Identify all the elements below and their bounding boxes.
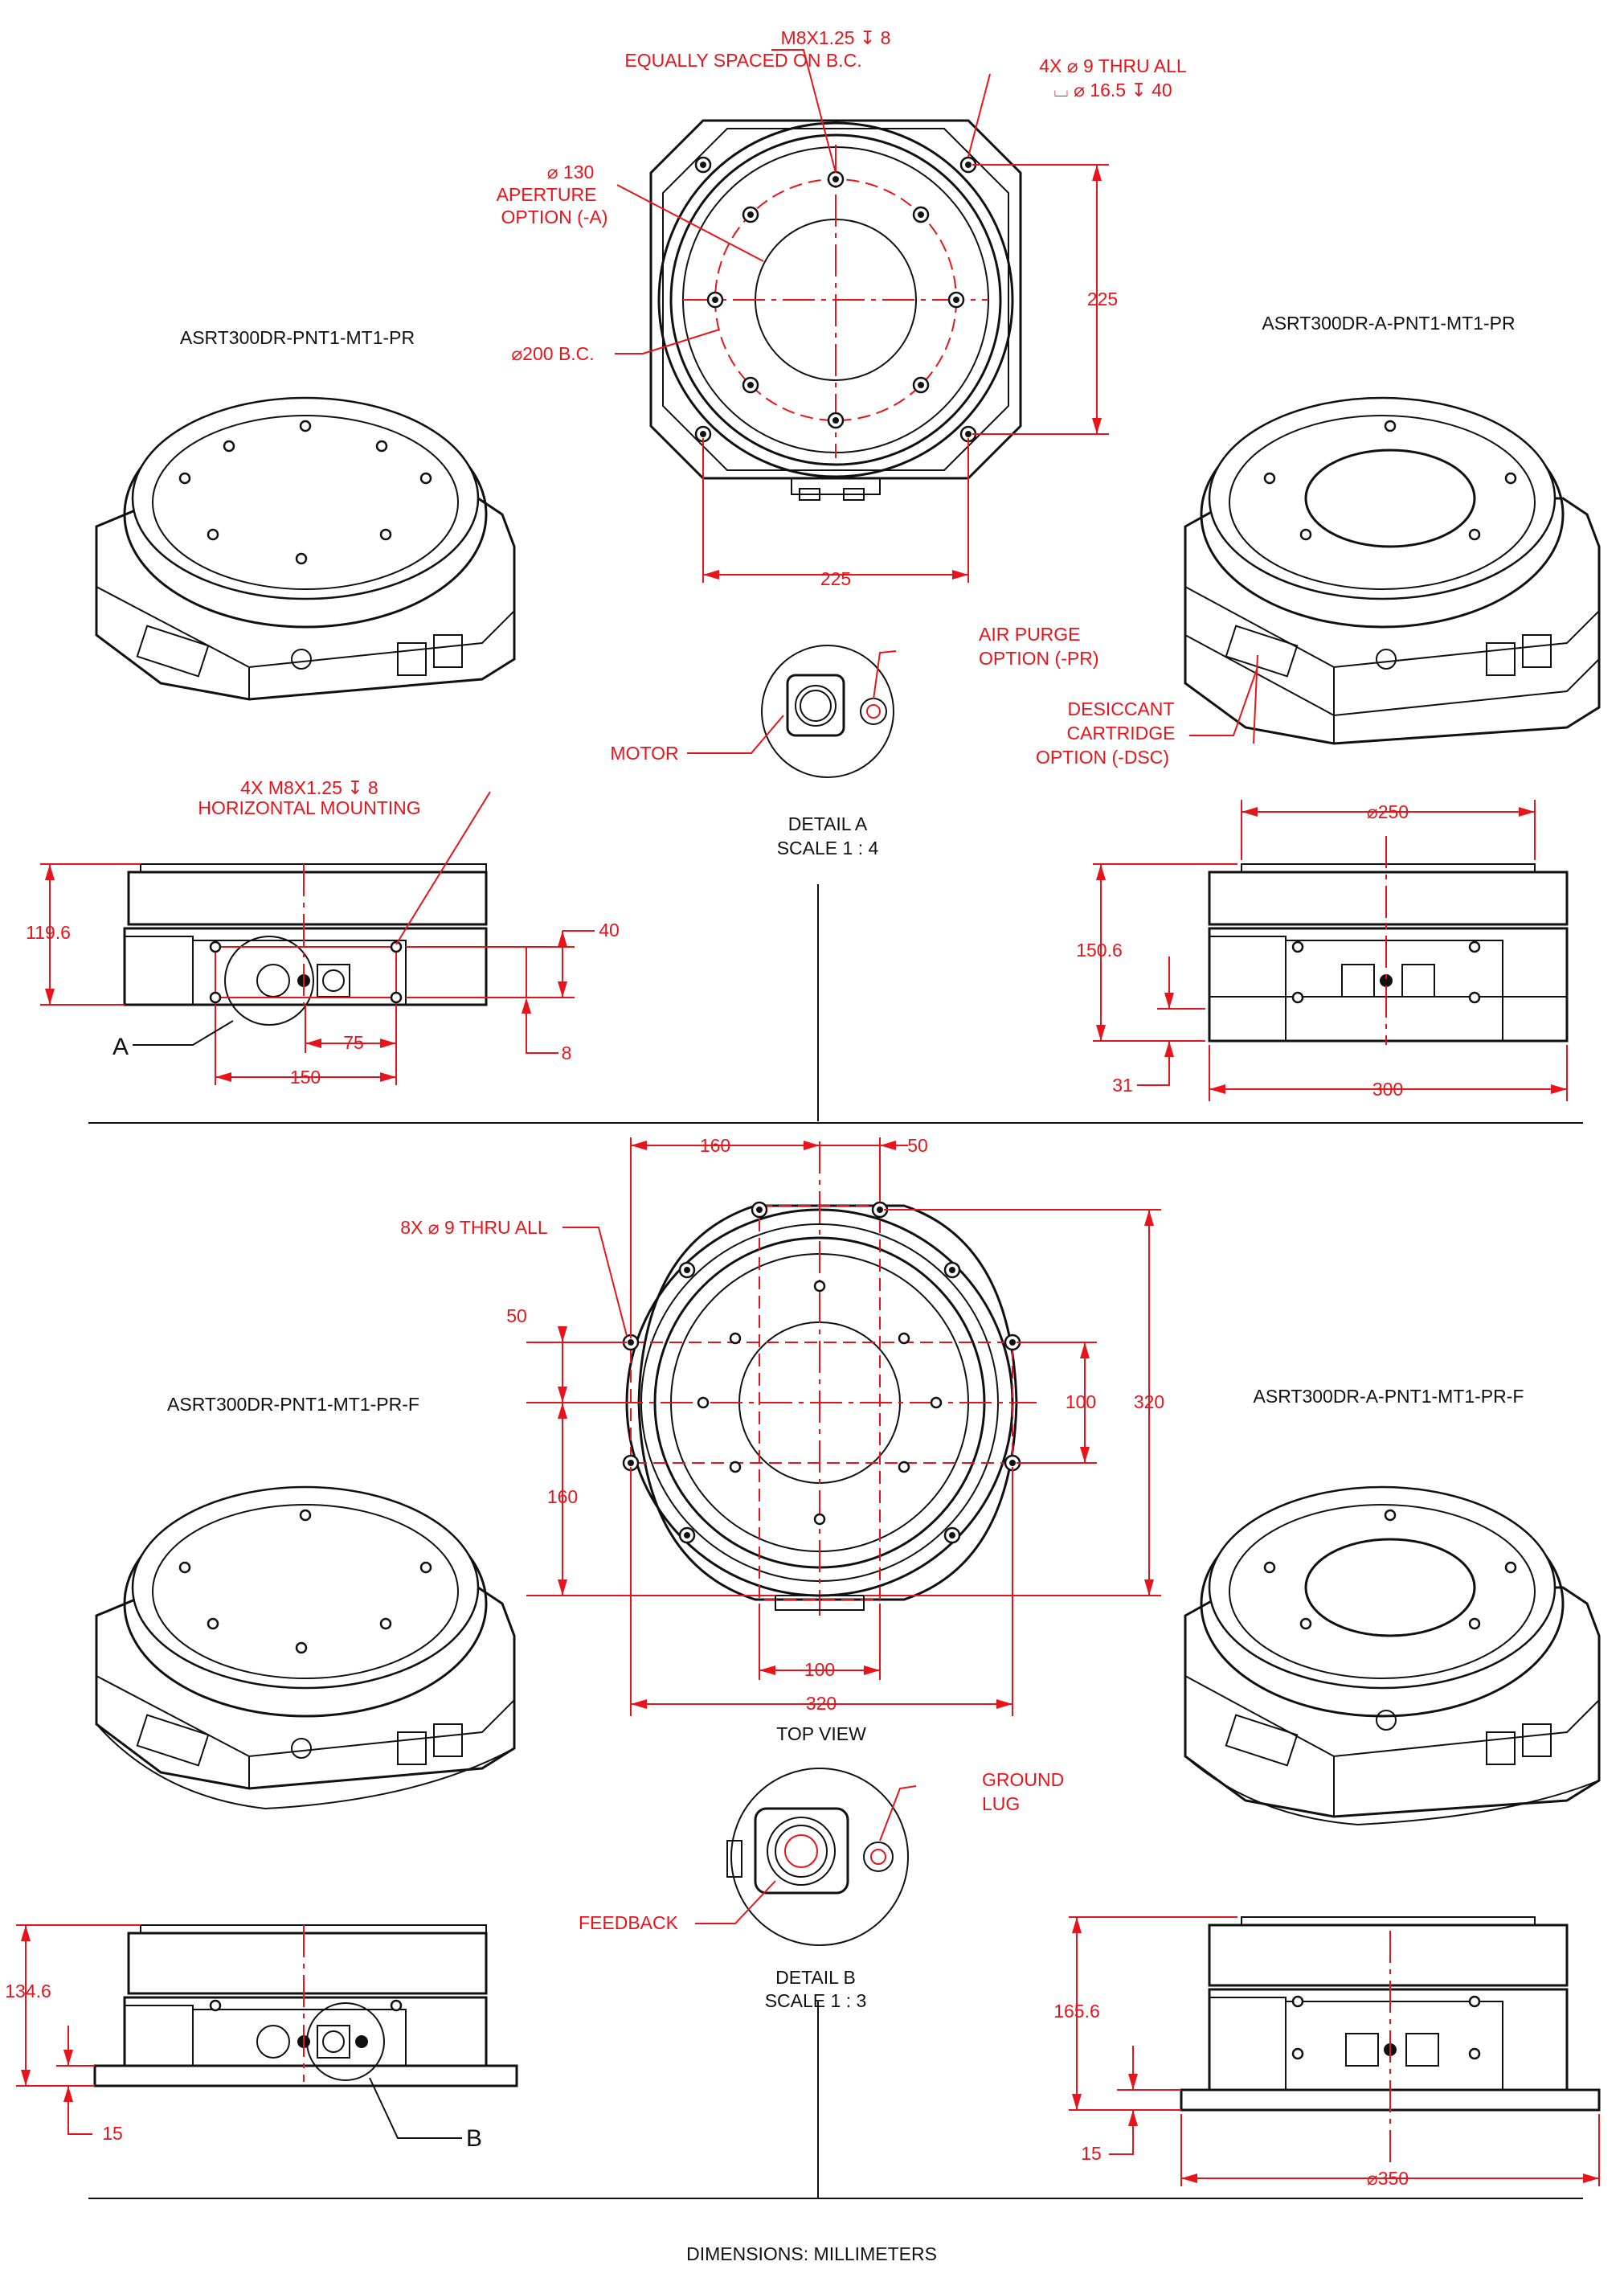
callout-motor: MOTOR (610, 743, 678, 764)
dim-225-horizontal: 225 (820, 568, 851, 589)
dim-31: 31 (1112, 1075, 1133, 1096)
detail-b (695, 1768, 917, 1946)
model-label-1: ASRT300DR-PNT1-MT1-PR (180, 327, 415, 348)
dim-225-vertical: 225 (1087, 289, 1118, 309)
detail-a-scale: SCALE 1 : 4 (777, 838, 879, 858)
iso-view-1 (95, 396, 516, 701)
dim-150: 150 (290, 1067, 321, 1088)
callout-thread-2: EQUALLY SPACED ON B.C. (624, 50, 861, 71)
iso-view-3 (95, 1485, 516, 1810)
dim-50-top: 50 (907, 1135, 928, 1156)
dim-320-bottom: 320 (806, 1693, 837, 1714)
callout-desiccant-2: CARTRIDGE (1066, 723, 1175, 744)
callout-ground-2: LUG (982, 1793, 1020, 1814)
dim-100-right: 100 (1066, 1391, 1096, 1412)
callout-aperture-1: ⌀ 130 (547, 162, 595, 182)
dim-300: 300 (1372, 1079, 1403, 1100)
detail-a (687, 645, 897, 778)
side-view-3 (16, 1924, 518, 2139)
dim-160-top: 160 (700, 1135, 730, 1156)
callout-feedback: FEEDBACK (579, 1912, 679, 1933)
dim-8: 8 (562, 1043, 572, 1063)
callout-thru-2: ⌴ ⌀ 16.5 ↧ 40 (1053, 80, 1172, 100)
model-label-3: ASRT300DR-PNT1-MT1-PR-F (167, 1394, 419, 1415)
detail-b-scale: SCALE 1 : 3 (765, 1990, 867, 2011)
dim-320-right: 320 (1134, 1391, 1164, 1412)
callout-8x-thru: 8X ⌀ 9 THRU ALL (400, 1217, 548, 1238)
side-view-4 (1069, 1916, 1601, 2186)
model-label-4: ASRT300DR-A-PNT1-MT1-PR-F (1254, 1386, 1524, 1407)
callout-air-1: AIR PURGE (979, 624, 1081, 645)
dim-15-left: 15 (102, 2123, 123, 2144)
dim-350: ⌀350 (1367, 2168, 1409, 2189)
dim-50-left: 50 (506, 1305, 527, 1326)
dim-119-6: 119.6 (26, 922, 71, 943)
callout-air-2: OPTION (-PR) (979, 648, 1099, 669)
callout-thru-1: 4X ⌀ 9 THRU ALL (1039, 55, 1187, 76)
callout-desiccant-1: DESICCANT (1068, 699, 1175, 719)
label-b: B (466, 2125, 482, 2152)
desiccant-leader (1189, 666, 1258, 736)
top-view-flanged (526, 1137, 1161, 1716)
iso-view-4 (1184, 1485, 1601, 1826)
callout-thread-1: M8X1.25 ↧ 8 (781, 27, 891, 48)
iso-view-2 (1184, 396, 1601, 745)
callout-ground-1: GROUND (982, 1769, 1064, 1790)
dim-40: 40 (599, 920, 620, 940)
dim-15-right: 15 (1081, 2143, 1102, 2164)
callout-bc: ⌀200 B.C. (511, 343, 594, 364)
dim-100-bottom: 100 (804, 1659, 835, 1680)
callout-aperture-3: OPTION (-A) (501, 207, 608, 227)
dim-250: ⌀250 (1367, 801, 1409, 822)
detail-a-title: DETAIL A (788, 813, 868, 834)
dim-165-6: 165.6 (1053, 2001, 1100, 2022)
callout-horiz-2: HORIZONTAL MOUNTING (198, 797, 420, 818)
dim-134-6: 134.6 (5, 1981, 51, 2001)
top-view-label: TOP VIEW (776, 1723, 866, 1744)
callout-horiz-1: 4X M8X1.25 ↧ 8 (240, 777, 378, 798)
dim-150-6: 150.6 (1076, 940, 1123, 961)
sheet-dividers (88, 884, 1583, 2199)
detail-b-title: DETAIL B (775, 1967, 856, 1988)
dim-75: 75 (343, 1032, 364, 1053)
side-view-2 (1093, 800, 1569, 1101)
side-view-1 (40, 791, 595, 1085)
units-note: DIMENSIONS: MILLIMETERS (686, 2243, 937, 2264)
dim-160-left: 160 (547, 1486, 578, 1507)
callout-desiccant-3: OPTION (-DSC) (1036, 747, 1169, 768)
upper-plan-view (615, 49, 1109, 583)
label-a: A (112, 1034, 129, 1060)
model-label-2: ASRT300DR-A-PNT1-MT1-PR (1262, 313, 1515, 334)
callout-aperture-2: APERTURE (497, 184, 597, 205)
